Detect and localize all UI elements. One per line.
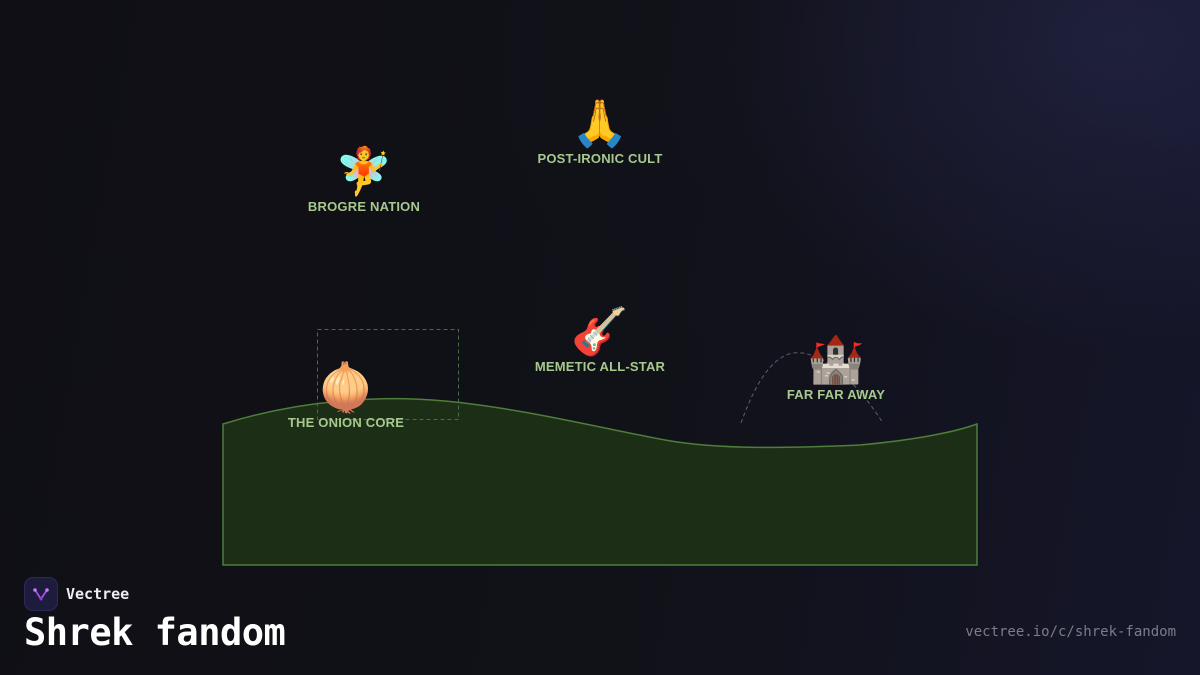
brand-name: Vectree xyxy=(66,585,130,603)
landmark-far-far-away[interactable]: 🏰 FAR FAR AWAY xyxy=(787,333,885,402)
landmark-brogre-nation[interactable]: 🧚 BROGRE NATION xyxy=(308,145,420,214)
landmark-label: BROGRE NATION xyxy=(307,199,421,214)
vectree-logo-mark xyxy=(33,588,49,601)
landmark-the-onion-core[interactable]: 🧅 THE ONION CORE xyxy=(288,361,404,430)
terrain-hill xyxy=(222,397,978,566)
landmark-label: POST-IRONIC CULT xyxy=(537,151,663,166)
landmark-post-ironic-cult[interactable]: 🙏 POST-IRONIC CULT xyxy=(537,97,662,166)
landmark-label: THE ONION CORE xyxy=(287,415,405,430)
guitar-icon: 🎸 xyxy=(571,304,629,358)
landmark-label: FAR FAR AWAY xyxy=(786,387,886,402)
brand[interactable]: Vectree xyxy=(24,577,129,611)
onion-icon: 🧅 xyxy=(317,360,375,414)
onion-core-bounds xyxy=(317,329,459,420)
site-url[interactable]: vectree.io/c/shrek-fandom xyxy=(965,624,1176,640)
vectree-logo-icon xyxy=(24,577,58,611)
page-title: Shrek fandom xyxy=(24,611,286,654)
far-far-away-path xyxy=(740,352,884,424)
landmark-memetic-all-star[interactable]: 🎸 MEMETIC ALL-STAR xyxy=(535,305,665,374)
landmark-label: MEMETIC ALL-STAR xyxy=(534,359,666,374)
fairy-icon: 🧚 xyxy=(335,144,393,198)
castle-icon: 🏰 xyxy=(807,332,865,386)
folded-hands-icon: 🙏 xyxy=(571,96,629,150)
